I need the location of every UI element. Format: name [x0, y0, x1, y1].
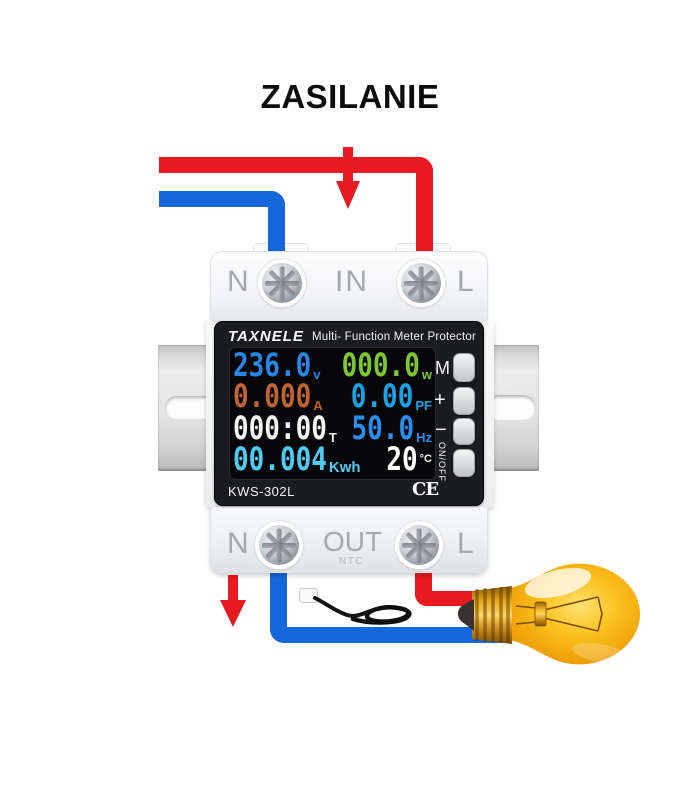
pf-unit: PF	[415, 398, 432, 413]
supply-direction-arrow	[343, 147, 353, 183]
voltage-unit: v	[313, 366, 321, 382]
screw-terminal	[397, 259, 445, 307]
model-number: KWS-302L	[228, 484, 295, 499]
temperature-unit: °C	[419, 453, 432, 465]
neutral-wire-in	[159, 191, 285, 254]
button-label-m: M	[435, 358, 450, 378]
terminal-label-top-n: N	[227, 265, 249, 298]
terminal-label-bottom-l: L	[457, 527, 474, 560]
button-label-plus: +	[434, 389, 446, 411]
ce-mark: CE	[412, 479, 439, 500]
menu-button[interactable]	[453, 353, 475, 382]
load-direction-arrowhead	[220, 600, 246, 627]
ntc-probe-cable-icon	[313, 596, 412, 625]
frequency-value: 50.0	[351, 410, 415, 447]
face-title: Multi- Function Meter Protector	[311, 331, 476, 343]
brand-logo: TAXNELE	[228, 328, 304, 345]
live-wire-in	[159, 157, 433, 254]
energy-value: 00.004	[233, 441, 327, 479]
button-label-minus: −	[435, 419, 447, 441]
screw-terminal	[258, 259, 306, 307]
pf-value: 0.00	[350, 378, 414, 416]
minus-button[interactable]	[453, 418, 475, 445]
temperature-value: 20	[386, 441, 418, 479]
ntc-probe-connector	[299, 588, 318, 603]
power-unit: w	[421, 366, 432, 382]
light-bulb-icon	[458, 563, 640, 665]
screw-terminal	[255, 521, 303, 569]
time-value: 000:00	[233, 410, 327, 447]
voltage-value: 236.0	[233, 347, 312, 384]
din-rail-slot-right	[486, 395, 536, 420]
terminal-label-out: OUT	[323, 526, 383, 557]
current-unit: A	[313, 398, 323, 413]
supply-direction-arrowhead	[336, 181, 360, 209]
terminal-label-top-l: L	[457, 265, 474, 298]
frequency-unit: Hz	[416, 429, 432, 445]
current-value: 0.000	[233, 378, 312, 416]
meter-face: TAXNELE Multi- Function Meter Protector …	[214, 321, 484, 506]
button-label-onoff: ON/OFF	[437, 442, 447, 482]
screw-terminal	[395, 521, 443, 569]
load-direction-arrow	[228, 575, 238, 602]
power-value: 000.0	[341, 347, 420, 384]
terminal-label-bottom-n: N	[227, 527, 249, 560]
onoff-button[interactable]	[453, 449, 475, 477]
terminal-label-ntc: NTC	[339, 556, 365, 567]
neutral-wire-out	[270, 570, 510, 643]
page-title: ZASILANIE	[260, 78, 440, 115]
time-unit: T	[328, 429, 337, 445]
energy-unit: Kwh	[328, 459, 361, 476]
terminal-label-in: IN	[335, 265, 369, 298]
plus-button[interactable]	[453, 387, 475, 415]
